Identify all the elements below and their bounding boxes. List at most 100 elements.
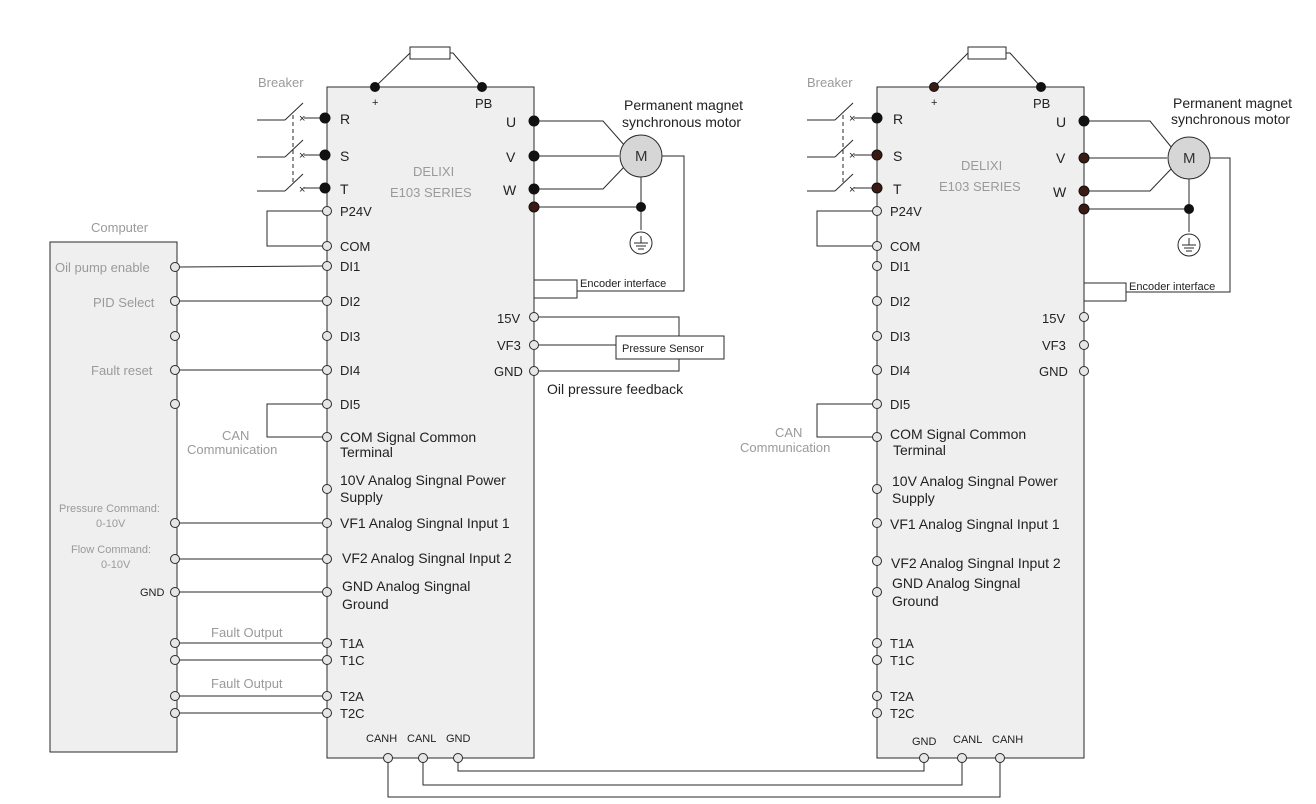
left-di4: DI4 (340, 363, 360, 378)
left-gnd: GND (494, 364, 523, 379)
left-15v: 15V (497, 311, 520, 326)
left-di1: DI1 (340, 259, 360, 274)
right-breaker-label: Breaker (807, 75, 853, 90)
left-plus-label: + (372, 97, 378, 109)
right-motor-label-2: synchronous motor (1171, 111, 1290, 127)
left-inverter: DELIXI E103 SERIES + PB Breaker × × (187, 46, 743, 759)
right-motor-section: U V W M Permanent magnet synchronous mot… (1053, 95, 1292, 302)
right-v10-1: 10V Analog Singnal Power (892, 473, 1058, 489)
right-gnd: GND (1039, 364, 1068, 379)
right-pb-label: PB (1033, 96, 1050, 111)
left-motor-letter: M (635, 148, 648, 165)
right-v10-2: Supply (892, 490, 935, 506)
left-r-label: R (340, 111, 350, 127)
svg-text:×: × (299, 113, 305, 125)
left-sensor-section: 15V VF3 GND Pressure Sensor Oil pressure… (494, 311, 725, 397)
left-t1c: T1C (340, 653, 365, 668)
left-encoder-label: Encoder interface (580, 278, 666, 290)
computer: Computer Oil pump enable PID Select Faul… (49, 220, 323, 753)
left-s-label: S (340, 148, 349, 164)
right-braking-resistor: + PB (929, 46, 1050, 111)
right-t-label: T (893, 181, 902, 197)
flow-cmd-2: 0-10V (101, 559, 131, 571)
left-can-1: CAN (222, 428, 249, 443)
right-sensor-terminals: 15V VF3 GND (1039, 311, 1089, 379)
left-canh-label: CANH (366, 733, 397, 745)
right-w-label: W (1053, 184, 1067, 200)
left-vf3: VF3 (497, 338, 521, 353)
right-can-1: CAN (775, 425, 802, 440)
can-bus-wiring (383, 753, 1005, 798)
right-gnd-2: Ground (892, 593, 939, 609)
right-brand: DELIXI (961, 158, 1002, 173)
left-vf2: VF2 Analog Singnal Input 2 (342, 550, 512, 566)
left-bottom-gnd-label: GND (446, 733, 471, 745)
flow-cmd-1: Flow Command: (71, 544, 151, 556)
computer-title: Computer (91, 220, 149, 235)
right-can-2: Communication (740, 440, 830, 455)
right-di5: DI5 (890, 397, 910, 412)
right-t1c: T1C (890, 653, 915, 668)
left-breaker-label: Breaker (258, 75, 304, 90)
left-v-label: V (506, 149, 516, 165)
right-series: E103 SERIES (939, 179, 1021, 194)
left-series: E103 SERIES (390, 185, 472, 200)
left-canl-label: CANL (407, 733, 436, 745)
svg-text:×: × (849, 184, 855, 196)
pressure-cmd-2: 0-10V (96, 518, 126, 530)
left-vf1: VF1 Analog Singnal Input 1 (340, 515, 510, 531)
pid-select: PID Select (93, 295, 155, 310)
left-u-label: U (506, 114, 516, 130)
left-t2a: T2A (340, 689, 364, 704)
right-canl-label: CANL (953, 734, 982, 746)
left-di2: DI2 (340, 294, 360, 309)
right-breaker: Breaker × × × R S T (807, 75, 903, 197)
right-s-label: S (893, 148, 902, 164)
left-t-label: T (340, 181, 349, 197)
left-v10-1: 10V Analog Singnal Power (340, 472, 506, 488)
right-di4: DI4 (890, 363, 910, 378)
right-plus-label: + (931, 97, 937, 109)
computer-gnd: GND (140, 587, 165, 599)
right-t2c: T2C (890, 706, 915, 721)
left-gnd-1: GND Analog Singnal (342, 578, 470, 594)
left-comsig-2: Terminal (340, 444, 393, 460)
left-motor-section: U V W M Permanent magnet synchronous mot… (503, 97, 743, 299)
left-w-label: W (503, 182, 517, 198)
left-terminals: P24V COM DI1 DI2 DI3 DI4 DI5 COM Signal … (266, 204, 512, 721)
left-di3: DI3 (340, 329, 360, 344)
right-t1a: T1A (890, 636, 914, 651)
right-vf2: VF2 Analog Singnal Input 2 (891, 555, 1061, 571)
oil-pump-enable: Oil pump enable (55, 260, 150, 275)
left-inverter-box (326, 86, 535, 759)
left-comsig-1: COM Signal Common (340, 429, 476, 445)
left-brand: DELIXI (413, 164, 454, 179)
pressure-cmd-1: Pressure Command: (59, 503, 160, 515)
right-di2: DI2 (890, 294, 910, 309)
left-breaker: Breaker × × × R S T (257, 75, 350, 197)
left-t2c: T2C (340, 706, 365, 721)
right-inverter-box (876, 86, 1085, 759)
right-r-label: R (893, 111, 903, 127)
right-terminals: P24V COM DI1 DI2 DI3 DI4 DI5 COM Signal … (816, 204, 1061, 721)
svg-text:×: × (299, 184, 305, 196)
left-v10-2: Supply (340, 489, 383, 505)
left-motor-label-2: synchronous motor (622, 114, 741, 130)
fault-output-2: Fault Output (211, 676, 283, 691)
right-15v: 15V (1042, 311, 1065, 326)
right-com: COM (890, 239, 920, 254)
svg-text:×: × (849, 150, 855, 162)
svg-text:×: × (849, 113, 855, 125)
right-p24v: P24V (890, 204, 922, 219)
left-can-2: Communication (187, 442, 277, 457)
fault-output-1: Fault Output (211, 625, 283, 640)
right-comsig-1: COM Signal Common (890, 426, 1026, 442)
left-gnd-2: Ground (342, 596, 389, 612)
fault-reset: Fault reset (91, 363, 153, 378)
right-u-label: U (1056, 114, 1066, 130)
right-di1: DI1 (890, 259, 910, 274)
left-motor-label-1: Permanent magnet (624, 97, 743, 113)
right-vf3: VF3 (1042, 338, 1066, 353)
right-canh-label: CANH (992, 734, 1023, 746)
